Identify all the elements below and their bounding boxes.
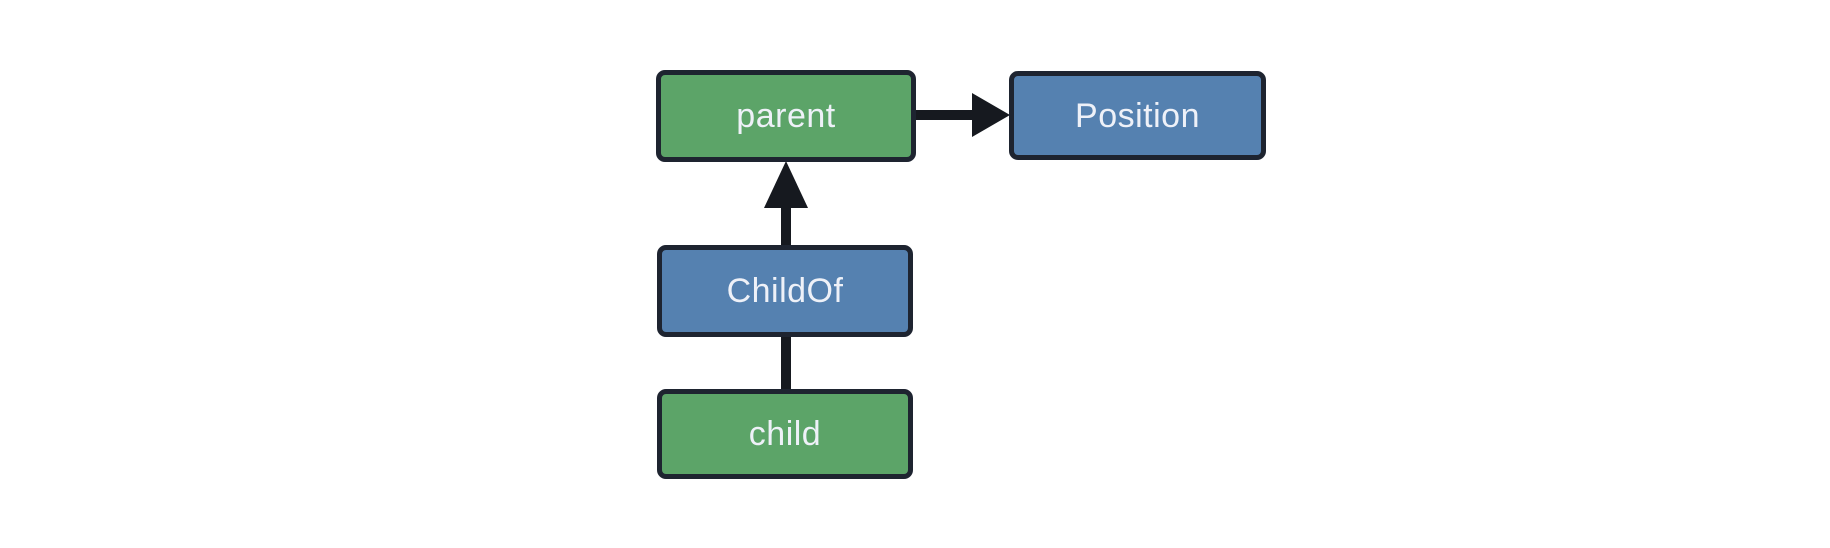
node-childof: ChildOf: [657, 245, 913, 337]
node-childof-label: ChildOf: [726, 272, 844, 310]
edge-parent-position: [914, 93, 1010, 137]
edge-parent-position-arrowhead: [972, 93, 1010, 137]
node-position-label: Position: [1075, 96, 1200, 135]
node-parent-label: parent: [736, 97, 836, 135]
node-position: Position: [1009, 71, 1266, 160]
node-child: child: [657, 389, 913, 479]
node-parent: parent: [656, 70, 916, 162]
edge-childof-parent-arrowhead: [764, 161, 808, 208]
edge-childof-parent: [764, 161, 808, 247]
node-child-label: child: [748, 415, 822, 453]
